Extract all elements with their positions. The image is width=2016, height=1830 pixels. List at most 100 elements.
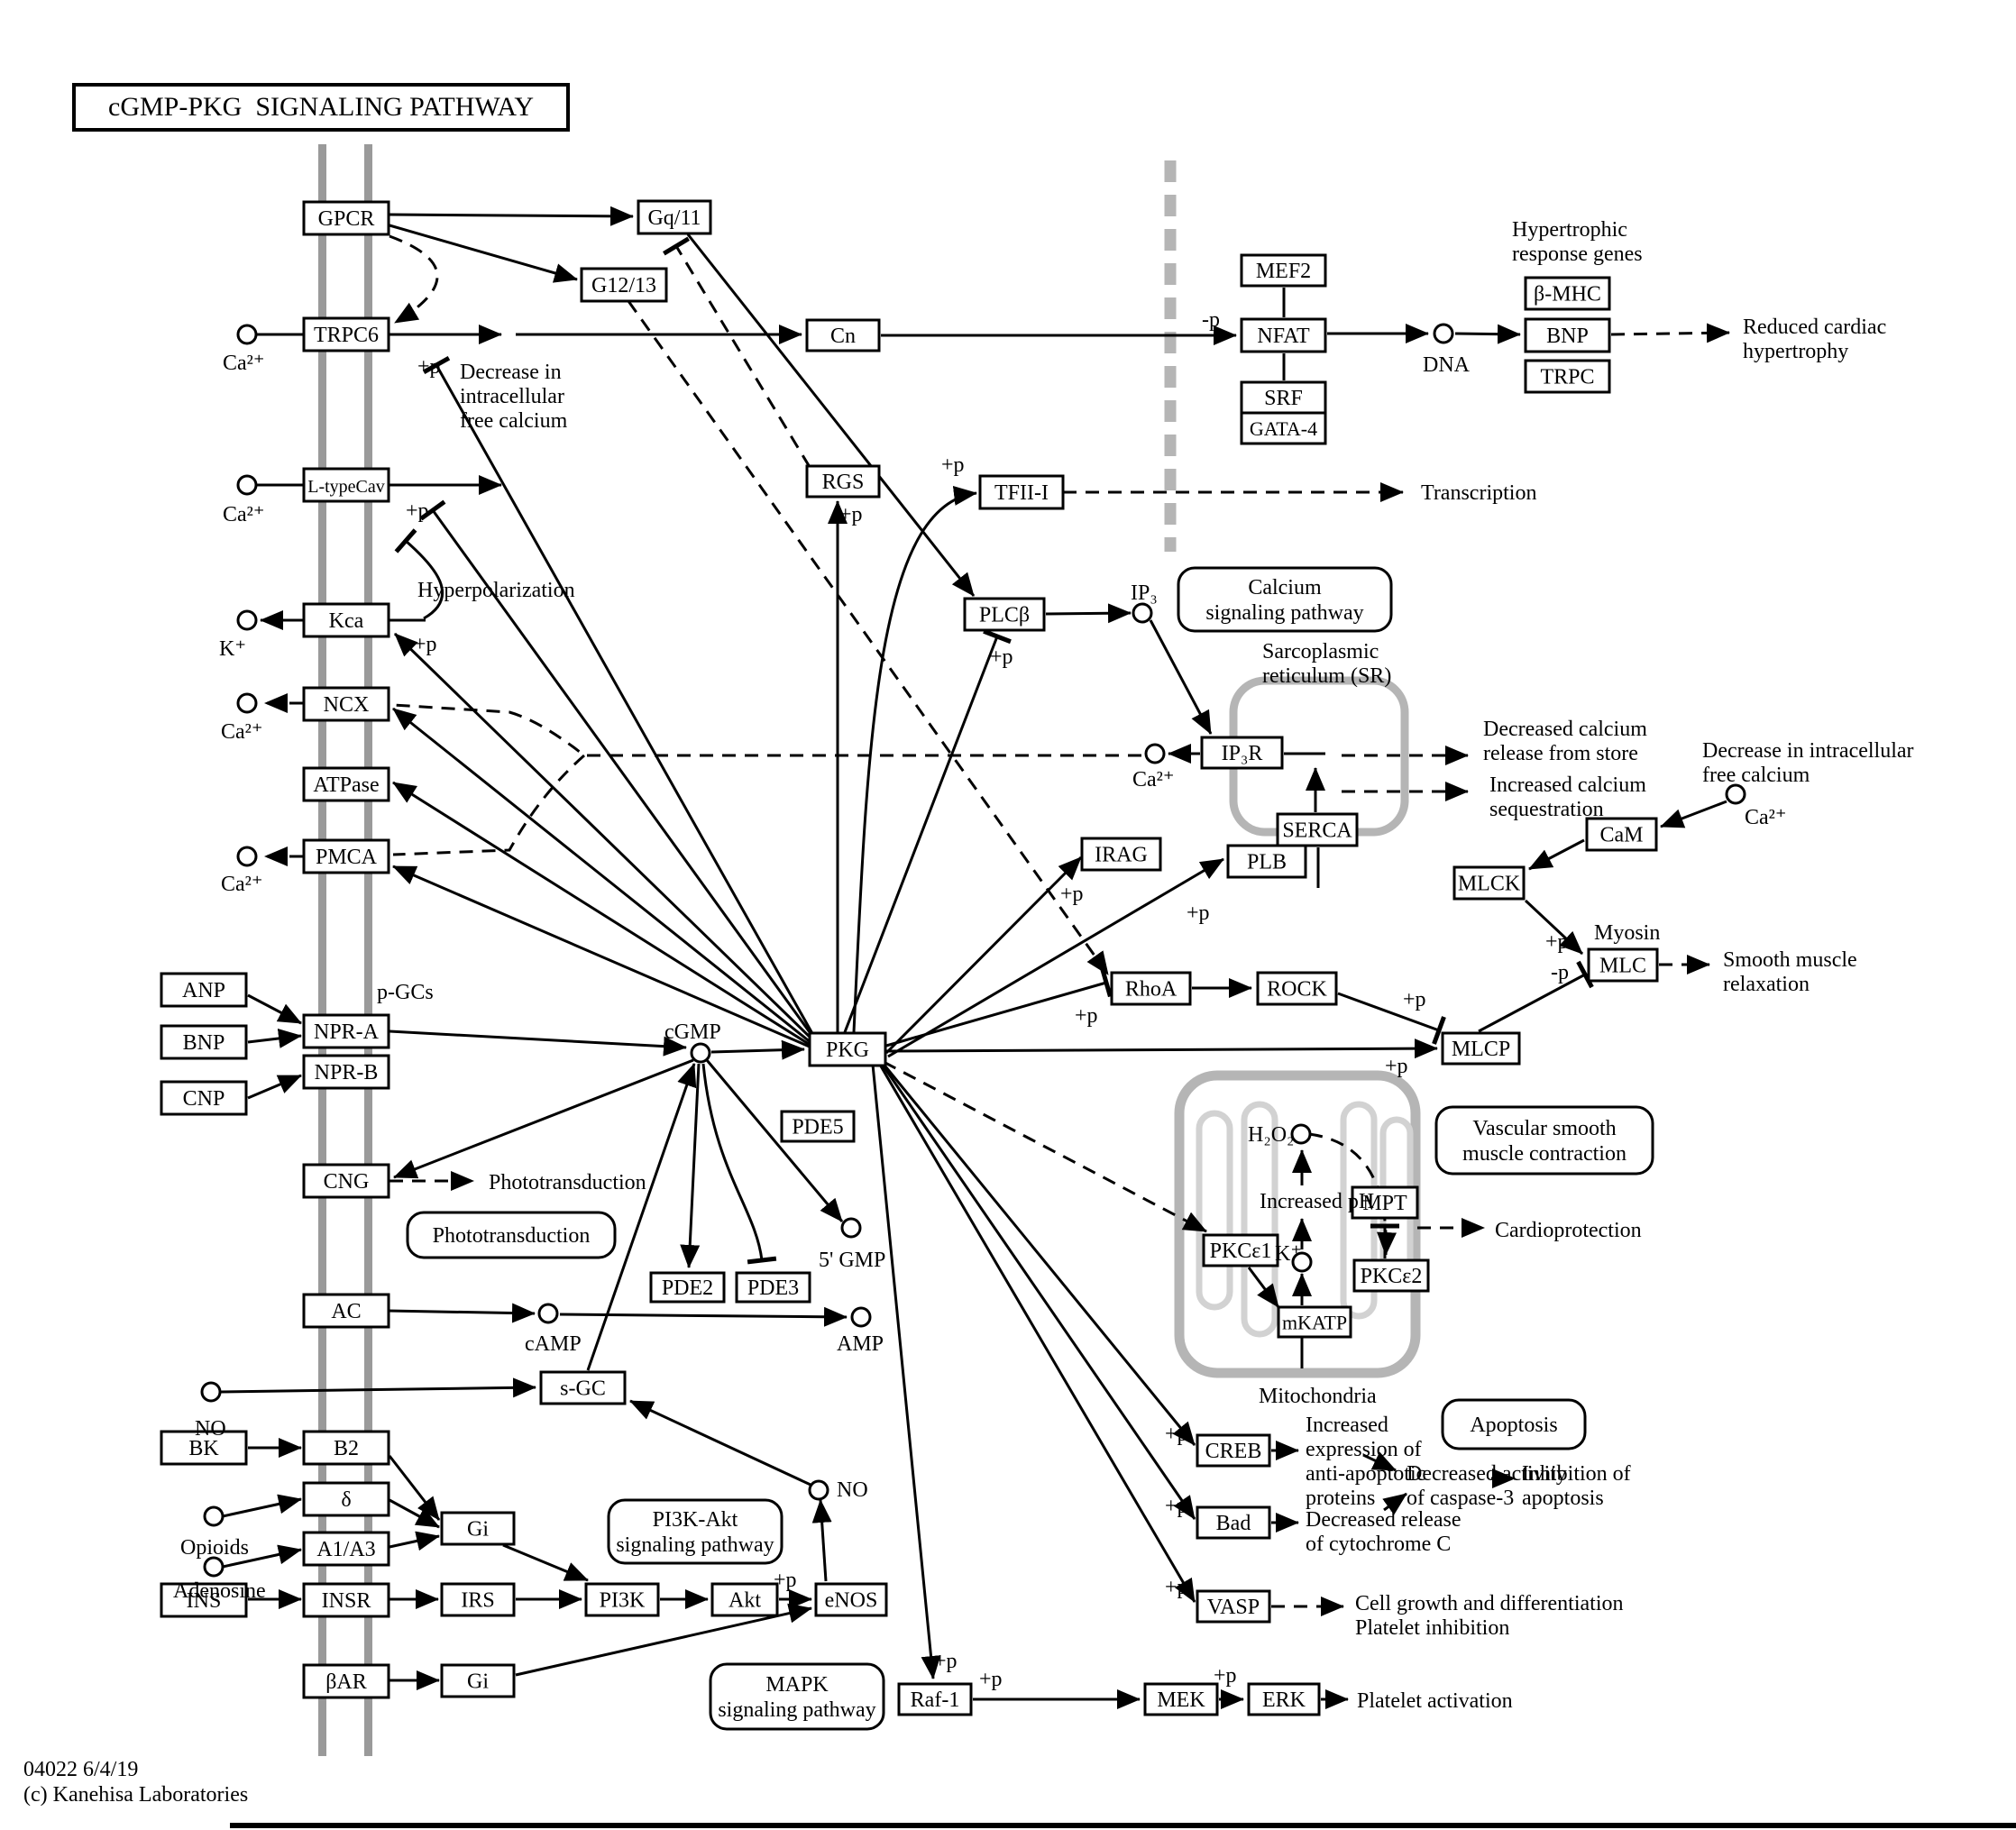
node-b2[interactable]: B2 (302, 1430, 390, 1466)
pathway-ref-apoptosis[interactable]: Apoptosis (1441, 1398, 1587, 1450)
node-bnp-gene[interactable]: BNP (1524, 317, 1611, 353)
node-bad[interactable]: Bad (1196, 1505, 1271, 1540)
node-ltypecav[interactable]: L-typeCav (302, 467, 390, 503)
node-atpase[interactable]: ATPase (302, 766, 390, 802)
node-rhoa[interactable]: RhoA (1110, 971, 1192, 1006)
node-ins[interactable]: INS (160, 1582, 248, 1618)
node-bmhc[interactable]: β-MHC (1524, 276, 1611, 311)
node-enos[interactable]: eNOS (814, 1582, 888, 1617)
node-mpt[interactable]: MPT (1351, 1185, 1419, 1220)
node-rgs[interactable]: RGS (805, 464, 881, 499)
node-label: TFII-I (994, 481, 1049, 505)
node-pde2[interactable]: PDE2 (649, 1271, 726, 1304)
node-irag[interactable]: IRAG (1080, 837, 1162, 872)
node-label: Cn (830, 325, 856, 348)
node-trpc-gene[interactable]: TRPC (1524, 359, 1611, 394)
node-bnp[interactable]: BNP (160, 1024, 248, 1060)
compound-ip3[interactable] (1132, 602, 1153, 624)
text-label: Cardioprotection (1495, 1219, 1642, 1242)
node-irs[interactable]: IRS (440, 1582, 516, 1617)
compound-ca-ip3r[interactable] (1144, 743, 1166, 764)
compound-ca-cam[interactable] (1725, 783, 1746, 805)
compound-ca-trpc6[interactable] (236, 324, 258, 345)
compound-k-mito[interactable] (1291, 1251, 1313, 1273)
node-mef2[interactable]: MEF2 (1240, 253, 1327, 288)
compound-dna[interactable] (1433, 323, 1454, 344)
node-pkce1[interactable]: PKCε1 (1202, 1233, 1279, 1267)
edge (247, 1029, 302, 1048)
node-akt[interactable]: Akt (710, 1582, 779, 1617)
node-gpcr[interactable]: GPCR (302, 200, 390, 236)
node-gi-2[interactable]: Gi (440, 1663, 516, 1698)
compound-ca-ncx[interactable] (236, 692, 258, 714)
node-cn[interactable]: Cn (805, 318, 881, 352)
node-mlc[interactable]: MLC (1587, 947, 1659, 983)
node-a1a3[interactable]: A1/A3 (302, 1531, 390, 1567)
edge (843, 628, 1012, 1033)
node-gi-1[interactable]: Gi (440, 1511, 516, 1546)
node-mlck[interactable]: MLCK (1452, 865, 1526, 901)
copyright: (c) Kanehisa Laboratories (23, 1783, 249, 1807)
text-label: Ca²⁺ (223, 503, 265, 526)
node-nfat[interactable]: NFAT (1240, 317, 1327, 353)
node-pde5[interactable]: PDE5 (780, 1110, 856, 1143)
node-serca[interactable]: SERCA (1276, 812, 1359, 847)
compound-cgmp[interactable] (690, 1042, 711, 1064)
node-insr[interactable]: INSR (302, 1582, 390, 1618)
edge (393, 632, 816, 1043)
compound-opioids[interactable] (203, 1505, 225, 1527)
node-npra[interactable]: NPR-A (302, 1013, 390, 1049)
node-gata4[interactable]: GATA-4 (1240, 411, 1327, 445)
node-pde3[interactable]: PDE3 (735, 1271, 811, 1304)
pathway-ref-phototransduction[interactable]: Phototransduction (406, 1211, 617, 1259)
node-ncx[interactable]: NCX (302, 686, 390, 722)
node-vasp[interactable]: VASP (1196, 1589, 1271, 1624)
compound-h2o2[interactable] (1290, 1123, 1312, 1145)
compound-amp[interactable] (850, 1306, 872, 1328)
compound-ca-ltype[interactable] (236, 474, 258, 496)
node-pi3k[interactable]: PI3K (584, 1582, 660, 1617)
node-delta[interactable]: δ (302, 1481, 390, 1517)
node-tfii[interactable]: TFII-I (978, 474, 1065, 510)
node-kca[interactable]: Kca (302, 602, 390, 638)
compound-ca-pmca[interactable] (236, 846, 258, 867)
node-plcb[interactable]: PLCβ (963, 597, 1046, 632)
compound-adenosine[interactable] (203, 1556, 225, 1578)
compound-no-left[interactable] (200, 1381, 222, 1403)
node-cng[interactable]: CNG (302, 1163, 390, 1199)
node-mlcp[interactable]: MLCP (1441, 1031, 1521, 1066)
node-plb[interactable]: PLB (1226, 844, 1307, 879)
node-srf[interactable]: SRF (1240, 380, 1327, 415)
node-mek[interactable]: MEK (1143, 1682, 1219, 1716)
node-raf1[interactable]: Raf-1 (897, 1682, 973, 1716)
node-pkg[interactable]: PKG (808, 1031, 887, 1067)
node-pkce2[interactable]: PKCε2 (1352, 1258, 1430, 1293)
node-ip3r[interactable]: IP₃R (1200, 736, 1284, 770)
node-cnp[interactable]: CNP (160, 1080, 248, 1116)
edge (388, 1455, 441, 1521)
node-bar-receptor[interactable]: βAR (302, 1663, 390, 1699)
node-mkatp[interactable]: mKATP (1277, 1305, 1352, 1339)
node-cam[interactable]: CaM (1585, 817, 1658, 852)
node-pmca[interactable]: PMCA (302, 838, 390, 874)
text-label: Cell growth and differentiation (1355, 1592, 1623, 1615)
node-bk[interactable]: BK (160, 1430, 248, 1466)
node-g1213[interactable]: G12/13 (580, 267, 668, 303)
node-nprb[interactable]: NPR-B (302, 1054, 390, 1090)
node-sgc[interactable]: s-GC (539, 1370, 627, 1405)
node-trpc6[interactable]: TRPC6 (302, 316, 390, 352)
node-gq11[interactable]: Gq/11 (637, 199, 712, 235)
compound-k-kca[interactable] (236, 609, 258, 631)
compound-5gmp[interactable] (840, 1217, 862, 1239)
compound-no-enos[interactable] (808, 1479, 829, 1501)
node-creb[interactable]: CREB (1196, 1433, 1271, 1468)
compound-camp[interactable] (537, 1303, 559, 1324)
node-anp[interactable]: ANP (160, 972, 248, 1008)
node-rock[interactable]: ROCK (1256, 971, 1338, 1006)
node-ac[interactable]: AC (302, 1293, 390, 1329)
node-erk[interactable]: ERK (1247, 1682, 1321, 1716)
